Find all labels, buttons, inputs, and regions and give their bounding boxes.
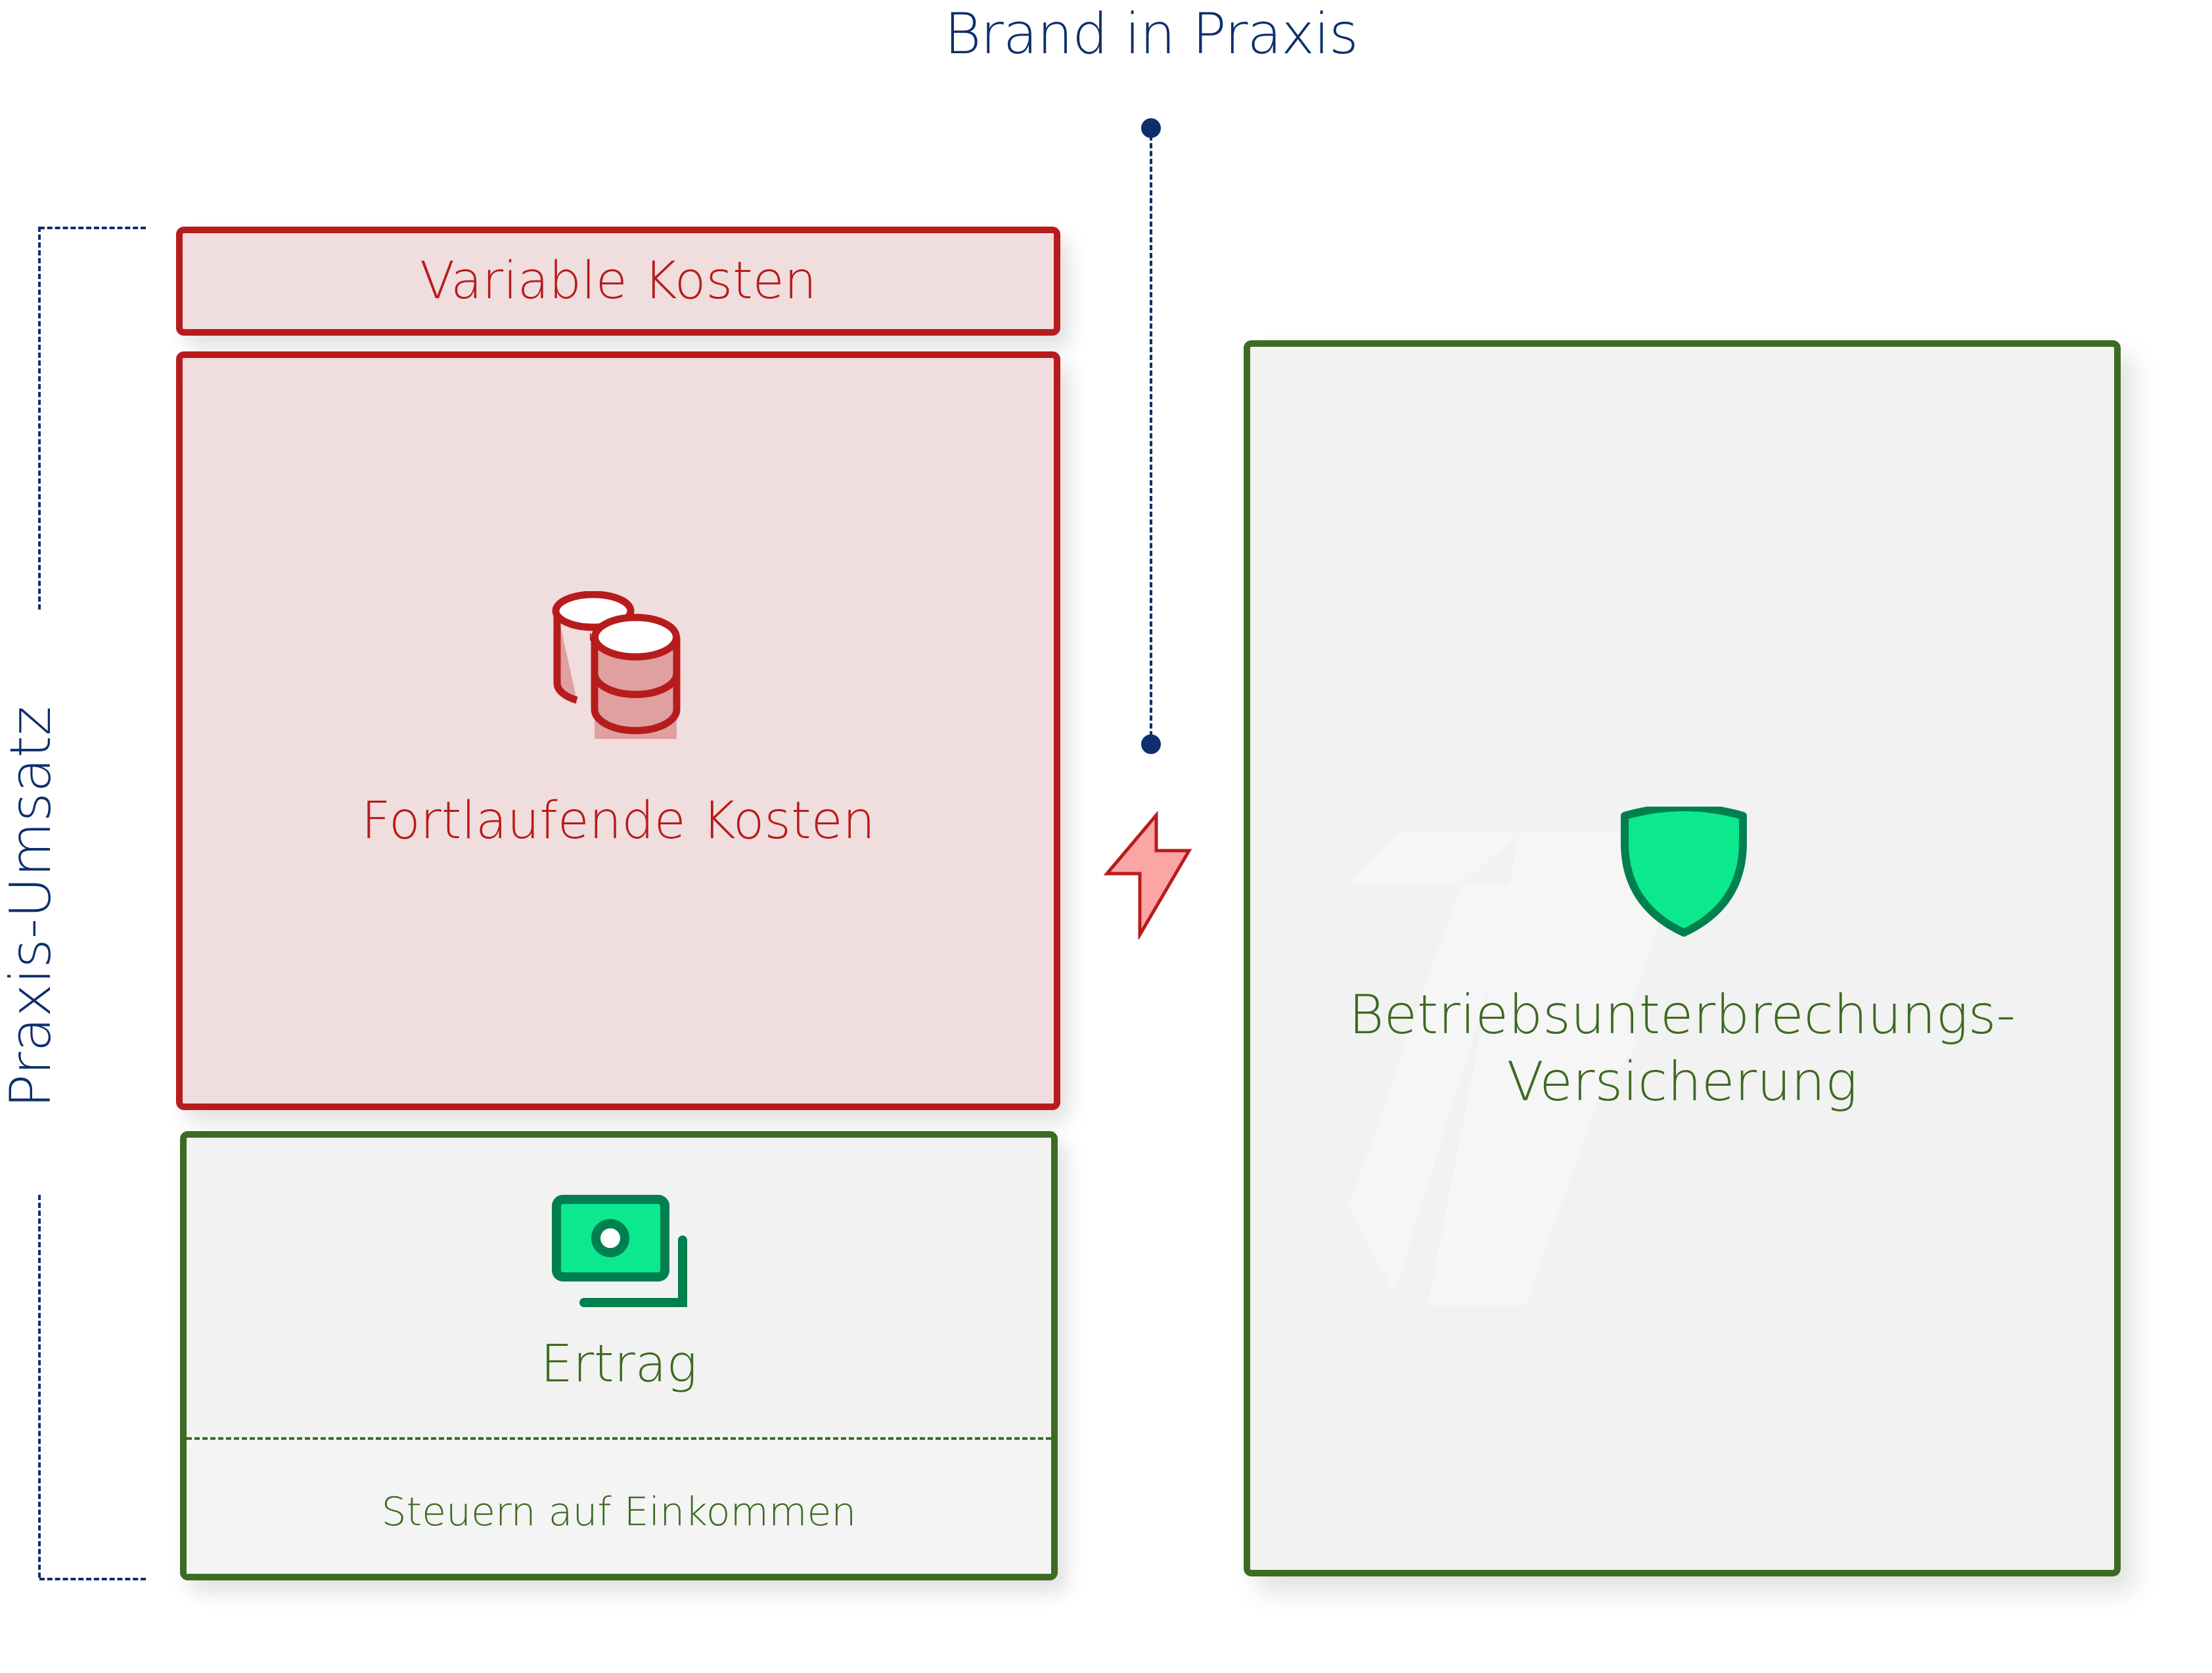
profit-box: Ertrag Steuern auf Einkommen: [180, 1131, 1058, 1580]
taxes-area: [187, 1440, 1051, 1574]
diagram-title: Brand in Praxis: [944, 1, 1359, 67]
money-icon: [552, 1195, 687, 1307]
ongoing-costs-label: Fortlaufende Kosten: [361, 792, 876, 851]
taxes-label: Steuern auf Einkommen: [381, 1489, 857, 1535]
variable-costs-label: Variable Kosten: [419, 252, 817, 311]
bracket-lower: [38, 1195, 41, 1578]
bracket-upper: [38, 227, 41, 610]
insurance-box: Betriebsunterbrechungs- Versicherung: [1244, 340, 2121, 1576]
side-label: Praxis-Umsatz: [0, 705, 64, 1109]
insurance-label-line1: Betriebsunterbrechungs-: [1348, 984, 2016, 1046]
insurance-label-line2: Versicherung: [1506, 1051, 1858, 1113]
lightning-icon: [1104, 811, 1192, 939]
profit-label: Ertrag: [540, 1335, 698, 1394]
connector-line: [1150, 127, 1152, 744]
shield-icon: [1621, 807, 1747, 937]
ongoing-costs-box: Fortlaufende Kosten: [176, 351, 1060, 1110]
bracket-bottom: [39, 1578, 146, 1580]
coins-icon: [552, 591, 681, 739]
bracket-top: [39, 227, 146, 229]
variable-costs-box: Variable Kosten: [176, 227, 1060, 336]
connector-dot-bottom: [1141, 734, 1161, 754]
watermark-logo: [1349, 833, 1690, 1306]
taxes-divider: [187, 1437, 1051, 1440]
